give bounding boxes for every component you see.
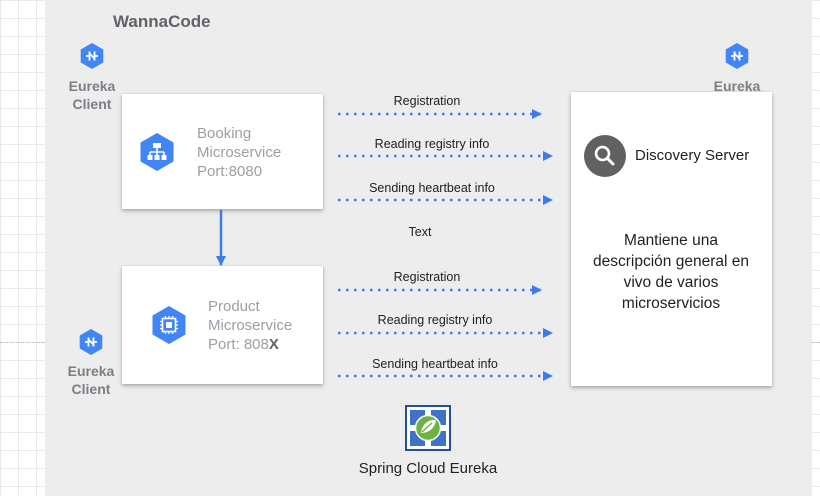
booking-service-icon bbox=[140, 133, 174, 171]
product-line2: Microservice bbox=[208, 317, 293, 334]
product-line1: Product bbox=[208, 298, 260, 315]
discovery-server-description: Mantiene una descripción general en vivo… bbox=[593, 232, 749, 312]
product-port-suffix: X bbox=[268, 336, 279, 353]
eureka-client-bottom-label: Eureka Client bbox=[67, 363, 115, 397]
booking-line2: Microservice bbox=[197, 144, 282, 161]
booking-line3: Port:8080 bbox=[197, 163, 263, 180]
spring-cloud-eureka-label: Spring Cloud Eureka bbox=[358, 460, 498, 477]
product-microservice-label: Product Microservice Port: 808X bbox=[208, 297, 292, 354]
booking-flow-label-heartbeat: Sending heartbeat info bbox=[369, 181, 495, 195]
eureka-client-top-icon bbox=[80, 43, 104, 69]
booking-flow-label-registry: Reading registry info bbox=[374, 137, 490, 151]
spring-cloud-eureka-icon bbox=[405, 405, 451, 451]
booking-flow-label-registration: Registration bbox=[393, 94, 461, 108]
brand-title: WannaCode bbox=[113, 12, 211, 31]
product-flow-label-registration: Registration bbox=[393, 270, 461, 284]
product-flow-label-registry: Reading registry info bbox=[377, 313, 493, 327]
right-dash-line bbox=[812, 342, 820, 343]
middle-text-label: Text bbox=[408, 225, 432, 239]
discovery-server-title: Discovery Server bbox=[635, 147, 750, 164]
eureka-client-bottom-icon bbox=[79, 329, 103, 355]
product-service-icon bbox=[152, 306, 186, 344]
eureka-client-top-label: Eureka Client bbox=[68, 78, 116, 112]
booking-line1: Booking bbox=[197, 125, 252, 142]
magnifier-glyph bbox=[594, 145, 615, 166]
search-icon bbox=[584, 135, 626, 177]
product-flow-label-heartbeat: Sending heartbeat info bbox=[372, 357, 498, 371]
booking-microservice-label: Booking Microservice Port:8080 bbox=[197, 124, 281, 181]
product-port-prefix: Port: 808 bbox=[208, 336, 269, 353]
product-line3: Port: 808X bbox=[208, 335, 292, 354]
left-dash-line bbox=[0, 342, 45, 343]
eureka-server-icon bbox=[725, 43, 749, 69]
